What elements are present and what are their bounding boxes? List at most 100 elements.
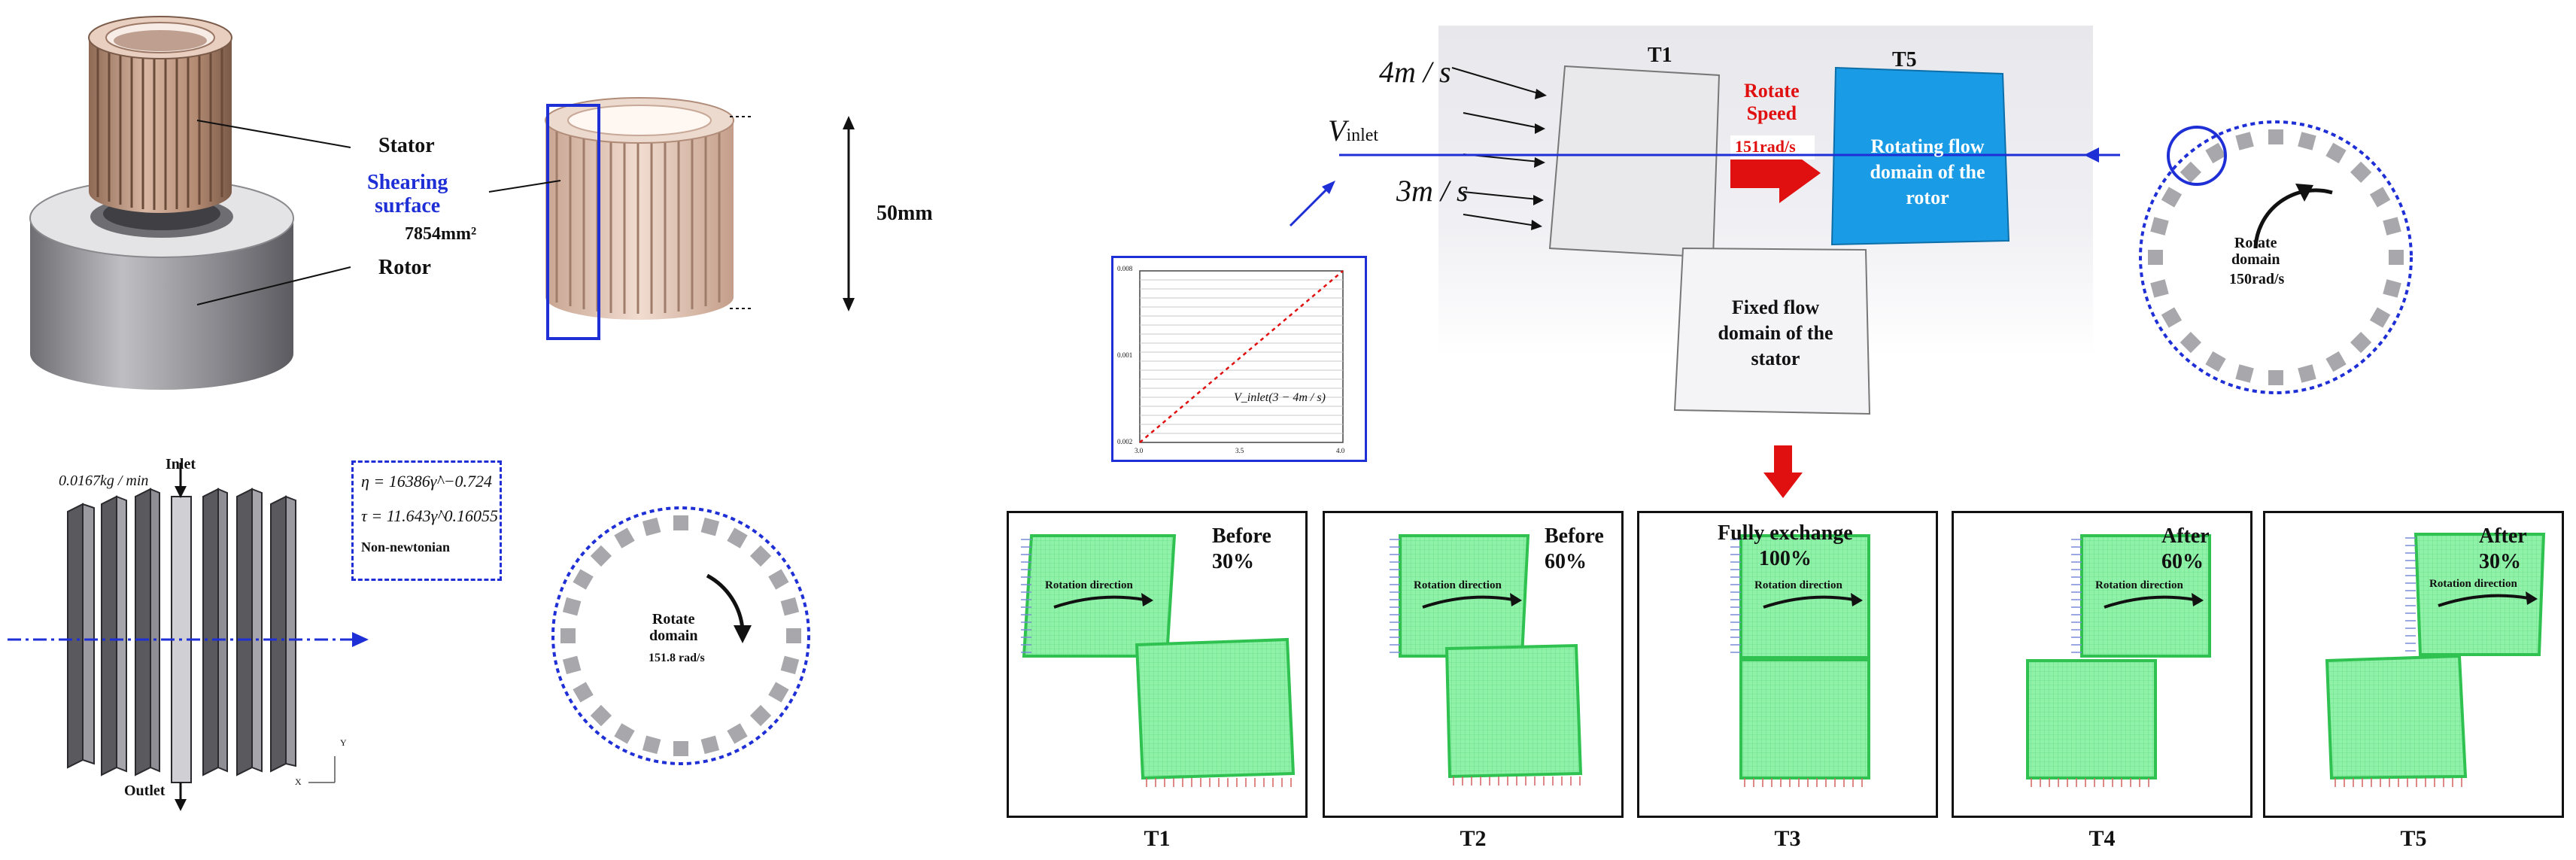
v-subscript: inlet — [1346, 126, 1379, 145]
rotor-label: Rotor — [378, 256, 431, 279]
panel-label-t2: T2 — [1460, 826, 1487, 851]
inlet-boundary-ticks — [1730, 539, 1741, 653]
outlet-boundary-ticks — [1744, 778, 1863, 787]
stator-mesh-domain — [1739, 658, 1870, 779]
rotation-direction-label: Rotation direction — [1754, 579, 1842, 591]
inlet-boundary-ticks — [2405, 537, 2416, 652]
t1-domain — [1548, 65, 1721, 259]
panel-label-t1: T1 — [1144, 826, 1171, 851]
panel-label-t5: T5 — [2400, 826, 2427, 851]
rotate-speed-left: 151.8 rad/s — [649, 652, 705, 664]
plot-ytick-top: 0.008 — [1117, 265, 1133, 272]
down-arrow — [1763, 445, 1803, 498]
rotate-speed-right: 150rad/s — [2229, 271, 2285, 287]
v-symbol: V — [1328, 114, 1347, 147]
speed-low-label: 3m / s — [1396, 174, 1469, 208]
rotor-section-illustration — [8, 463, 369, 811]
constitutive-equation-box: η = 16386γ̇^−0.724 τ = 11.643γ̇^0.16055 … — [351, 460, 502, 581]
panel-state-title: Before 60% — [1545, 524, 1604, 573]
mesh-view — [1730, 534, 1870, 787]
sequence-panel-t2: Rotation direction Before 60% — [1323, 511, 1624, 818]
rotate-speed-value: 151rad/s — [1735, 137, 1796, 156]
area-label: 7854mm² — [405, 224, 477, 244]
outlet-boundary-ticks — [1146, 778, 1292, 787]
tau-equation: τ = 11.643γ̇^0.16055 — [361, 506, 499, 525]
stator-mesh-domain — [2325, 654, 2468, 780]
rotor-mesh-domain — [2080, 534, 2211, 658]
rotor-mesh-domain — [1399, 534, 1530, 658]
inlet-series-line — [1139, 270, 1344, 443]
inlet-velocity-chart — [1139, 270, 1344, 443]
plot-ytick-bottom: 0.002 — [1117, 438, 1133, 445]
mesh-view — [1021, 534, 1296, 787]
speed-high-label: 4m / s — [1379, 55, 1451, 89]
sequence-panel-t1: Rotation direction Before 30% — [1007, 511, 1308, 818]
fixed-stator-domain — [1673, 247, 1871, 415]
mesh-view — [1390, 534, 1583, 786]
panel-state-title: After 30% — [2479, 524, 2527, 573]
sequence-panel-t3: Rotation direction Fully exchange 100% — [1637, 511, 1938, 818]
rotation-direction-label: Rotation direction — [1414, 579, 1502, 591]
rotation-direction-arrow — [1422, 595, 1514, 609]
domain-illustration — [1339, 65, 2120, 415]
inlet-boundary-ticks — [1021, 539, 1031, 653]
rotation-direction-label: Rotation direction — [2095, 579, 2183, 591]
height-arrow — [843, 116, 855, 311]
inlet-label: Inlet — [166, 456, 196, 473]
plot-series-label: V_inlet(3 − 4m / s) — [1234, 391, 1326, 404]
rotor-mesh-domain — [2413, 533, 2546, 656]
rotation-direction-arrow — [1763, 595, 1855, 609]
stator-mesh-domain — [2026, 659, 2157, 779]
t1-domain-label: T1 — [1648, 44, 1672, 67]
panel-state-title: Fully exchange 100% — [1718, 521, 1853, 570]
plot-xtick-mid: 3.5 — [1235, 447, 1244, 454]
stator-mesh-domain — [1135, 637, 1296, 780]
rotation-direction-label: Rotation direction — [2429, 578, 2517, 590]
panel-state-title: After 60% — [2161, 524, 2210, 573]
outlet-boundary-ticks — [2334, 778, 2462, 787]
fixed-domain-label: Fixed flow domain of the stator — [1718, 296, 1833, 369]
sequence-panel-t5: Rotation direction After 30% — [2263, 511, 2564, 818]
outlet-boundary-ticks — [1453, 776, 1581, 786]
rotor-mesh-domain — [1022, 534, 1177, 658]
plot-xtick-end: 4.0 — [1336, 447, 1345, 454]
panel-label-t4: T4 — [2088, 826, 2116, 851]
axis-y-label: Y — [340, 737, 347, 748]
rotate-domain-ring-right — [2139, 120, 2413, 394]
panel-label-t3: T3 — [1774, 826, 1801, 851]
mesh-view — [2325, 533, 2546, 787]
mesh-view — [2026, 534, 2211, 787]
stator-mesh-domain — [1444, 643, 1583, 779]
plot-xtick-start: 3.0 — [1135, 447, 1144, 454]
inlet-boundary-ticks — [2071, 539, 2082, 653]
outlet-boundary-ticks — [2031, 778, 2149, 787]
stator-rotor-illustration — [29, 16, 752, 390]
axis-x-label: X — [295, 776, 302, 787]
plot-ytick-mid: 0.001 — [1117, 351, 1133, 359]
rotation-direction-label: Rotation direction — [1045, 579, 1133, 591]
shearing-surface-label: Shearing surface — [367, 171, 448, 217]
sequence-panel-t4: Rotation direction After 60% — [1952, 511, 2252, 818]
rotate-domain-label-right: Rotate domain — [2231, 235, 2280, 268]
panel-state-title: Before 30% — [1212, 524, 1271, 573]
inlet-boundary-ticks — [1390, 539, 1400, 653]
stator-label: Stator — [378, 134, 435, 157]
height-label: 50mm — [876, 202, 933, 225]
stator-single — [545, 97, 734, 320]
rotation-direction-arrow — [2438, 594, 2529, 607]
rotating-domain-label: Rotating flow domain of the rotor — [1870, 135, 1985, 208]
fluid-type-label: Non-newtonian — [361, 539, 451, 555]
v-inlet-label: Vinlet — [1328, 113, 1378, 148]
rotation-direction-arrow — [2104, 595, 2195, 609]
rotation-direction-arrow — [1053, 595, 1145, 609]
shearing-surface-highlight — [546, 104, 600, 340]
v-inlet-arrow — [1289, 181, 1335, 227]
eta-equation: η = 16386γ̇^−0.724 — [361, 472, 493, 491]
rotate-speed-title: Rotate Speed — [1744, 80, 1800, 124]
t5-domain-label: T5 — [1892, 48, 1917, 71]
rotate-domain-label-left: Rotate domain — [649, 611, 698, 644]
flow-rate-label: 0.0167kg / min — [59, 473, 149, 489]
rotate-domain-ring-left — [551, 506, 810, 765]
stator-cylinder — [88, 16, 232, 213]
outlet-label: Outlet — [124, 783, 166, 799]
